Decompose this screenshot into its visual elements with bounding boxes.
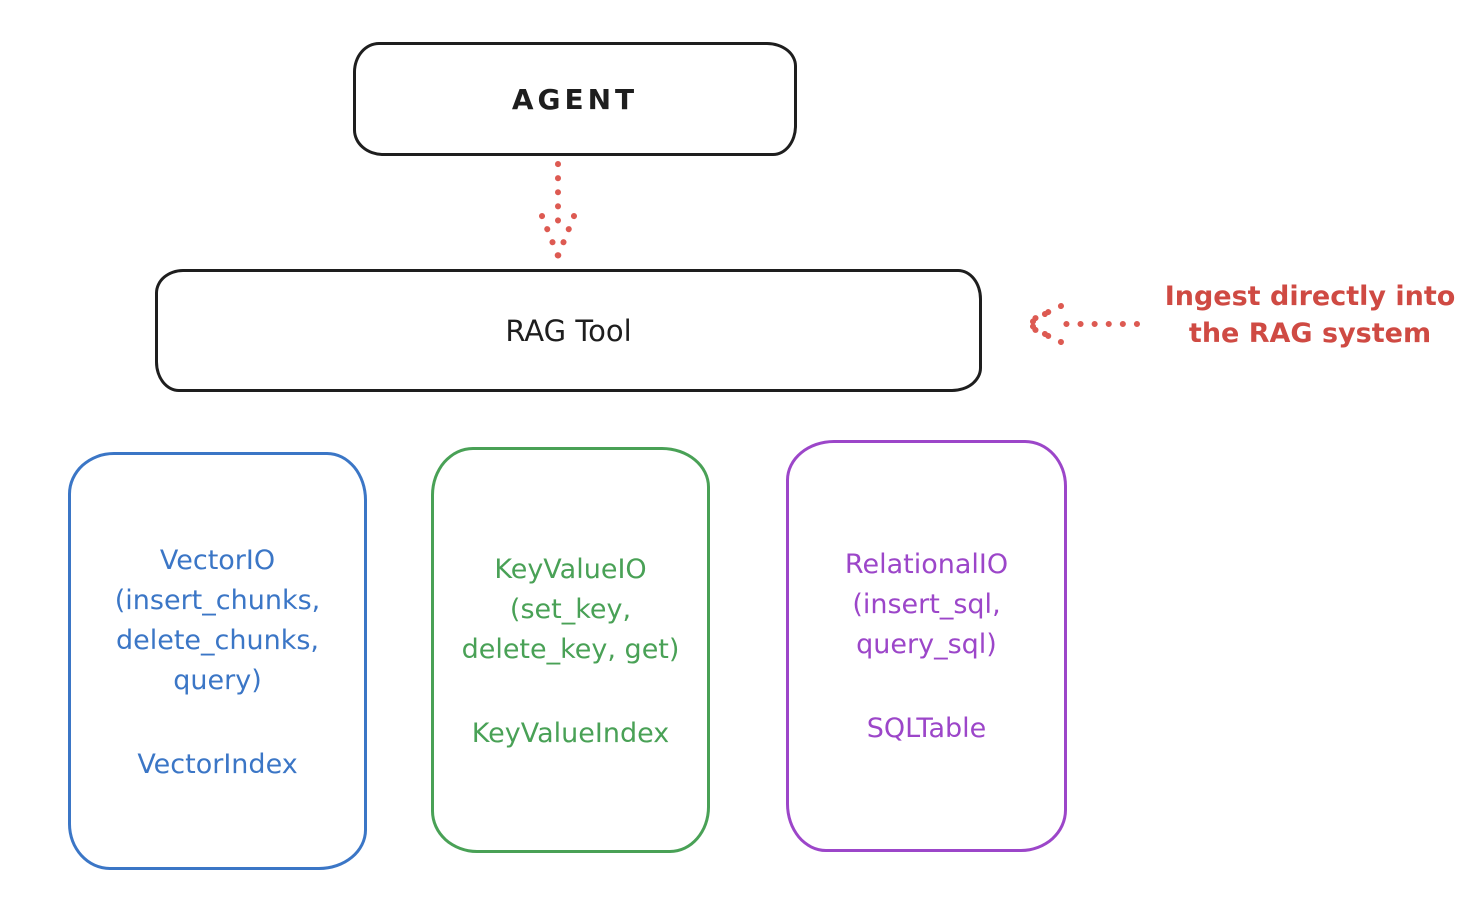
relational-io-op-line: (insert_sql, (852, 589, 1001, 620)
vector-io-title: VectorIO (159, 545, 276, 576)
vector-io-node: VectorIO (insert_chunks, delete_chunks, … (68, 452, 367, 870)
relational-io-node: RelationalIO (insert_sql, query_sql) SQL… (786, 440, 1067, 852)
rag-tool-node-label: RAG Tool (505, 313, 632, 348)
agent-node: AGENT (353, 42, 797, 156)
relational-io-title: RelationalIO (844, 549, 1009, 580)
vector-io-op-line: (insert_chunks, (114, 585, 321, 616)
keyvalue-io-node: KeyValueIO (set_key, delete_key, get) Ke… (431, 447, 710, 853)
relational-io-op-line: query_sql) (856, 629, 997, 660)
vector-io-op-line: delete_chunks, (115, 625, 320, 656)
keyvalue-index-label: KeyValueIndex (471, 718, 670, 749)
keyvalue-io-title: KeyValueIO (494, 554, 647, 585)
agent-to-ragtool-dotted-arrow-icon (539, 161, 577, 259)
ingest-annotation-line1: Ingest directly into (1164, 281, 1456, 312)
rag-tool-node: RAG Tool (155, 269, 982, 392)
ingest-annotation-line2: the RAG system (1188, 318, 1432, 349)
keyvalue-io-op-line: (set_key, (509, 594, 632, 625)
agent-node-label: AGENT (511, 82, 639, 116)
keyvalue-io-op-line: delete_key, get) (461, 634, 680, 665)
vector-index-label: VectorIndex (137, 749, 298, 780)
annotation-to-ragtool-dotted-arrow-icon (1020, 303, 1140, 345)
sql-table-label: SQLTable (866, 713, 987, 744)
vector-io-op-line: query) (173, 665, 262, 696)
ingest-annotation: Ingest directly into the RAG system (1145, 278, 1475, 352)
